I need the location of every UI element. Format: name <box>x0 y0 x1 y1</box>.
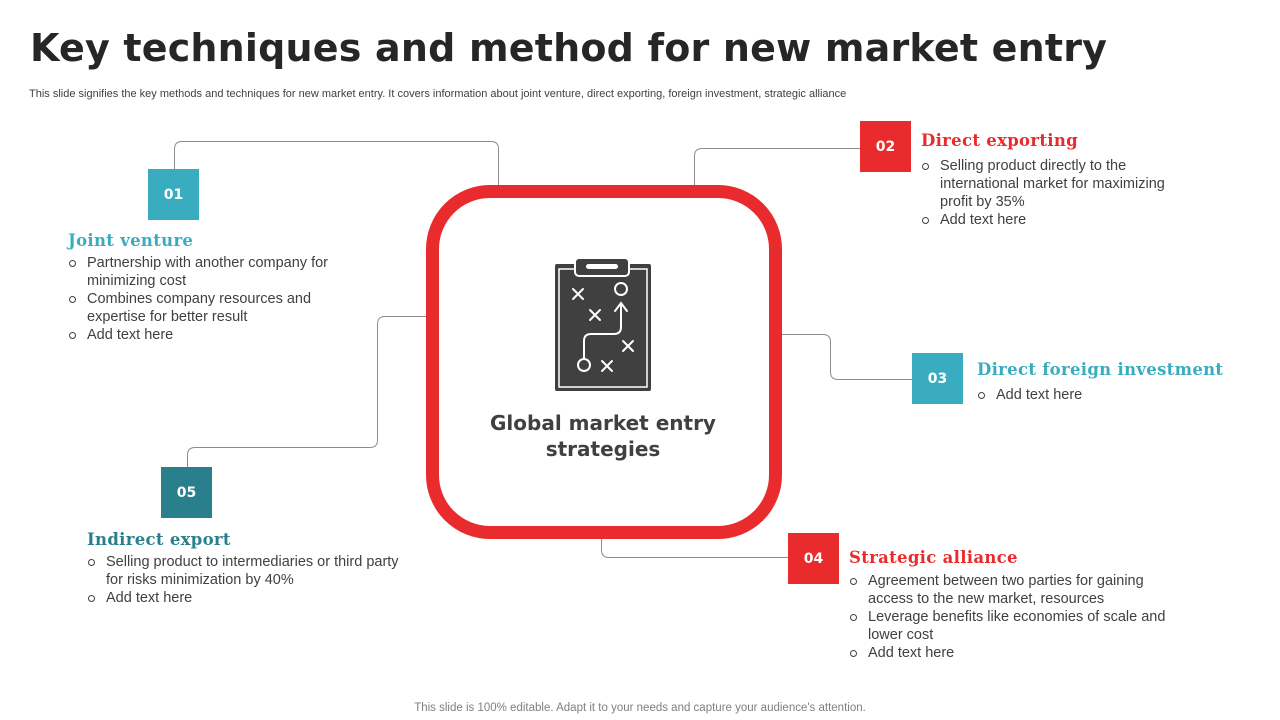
badge-01: 01 <box>148 169 199 220</box>
bullet-item: Add text here <box>849 644 1179 662</box>
bullet-item: Selling product to intermediaries or thi… <box>87 553 417 589</box>
badge-05: 05 <box>161 467 212 518</box>
bullet-item: Selling product directly to the internat… <box>921 157 1183 211</box>
center-label: Global market entry strategies <box>490 411 716 461</box>
badge-03: 03 <box>912 353 963 404</box>
connector-04 <box>601 537 788 558</box>
bullet-item: Agreement between two parties for gainin… <box>849 572 1179 608</box>
bullet-item: Partnership with another company for min… <box>68 254 328 290</box>
bullet-item: Leverage benefits like economies of scal… <box>849 608 1179 644</box>
bullet-list-joint-venture: Partnership with another company for min… <box>68 254 328 344</box>
heading-strategic-alliance: Strategic alliance <box>849 548 1018 567</box>
connector-02 <box>694 148 860 186</box>
bullet-item: Add text here <box>977 386 1217 404</box>
heading-direct-foreign-investment: Direct foreign investment <box>977 360 1224 379</box>
slide-title: Key techniques and method for new market… <box>30 26 1108 70</box>
bullet-list-strategic-alliance: Agreement between two parties for gainin… <box>849 572 1179 662</box>
connector-05 <box>187 316 426 467</box>
bullet-item: Add text here <box>921 211 1183 229</box>
bullet-item: Combines company resources and expertise… <box>68 290 328 326</box>
connector-03 <box>776 334 912 380</box>
badge-02: 02 <box>860 121 911 172</box>
bullet-list-direct-exporting: Selling product directly to the internat… <box>921 157 1183 229</box>
bullet-list-direct-foreign-investment: Add text here <box>977 386 1217 404</box>
bullet-item: Add text here <box>87 589 417 607</box>
heading-direct-exporting: Direct exporting <box>921 131 1078 150</box>
footer-note: This slide is 100% editable. Adapt it to… <box>414 702 866 714</box>
bullet-item: Add text here <box>68 326 328 344</box>
bullet-list-indirect-export: Selling product to intermediaries or thi… <box>87 553 417 607</box>
connector-01 <box>174 141 499 186</box>
heading-indirect-export: Indirect export <box>87 530 231 549</box>
clipboard-strategy-icon <box>555 257 651 391</box>
badge-04: 04 <box>788 533 839 584</box>
slide-subtitle: This slide signifies the key methods and… <box>29 88 847 100</box>
heading-joint-venture: Joint venture <box>68 231 194 250</box>
